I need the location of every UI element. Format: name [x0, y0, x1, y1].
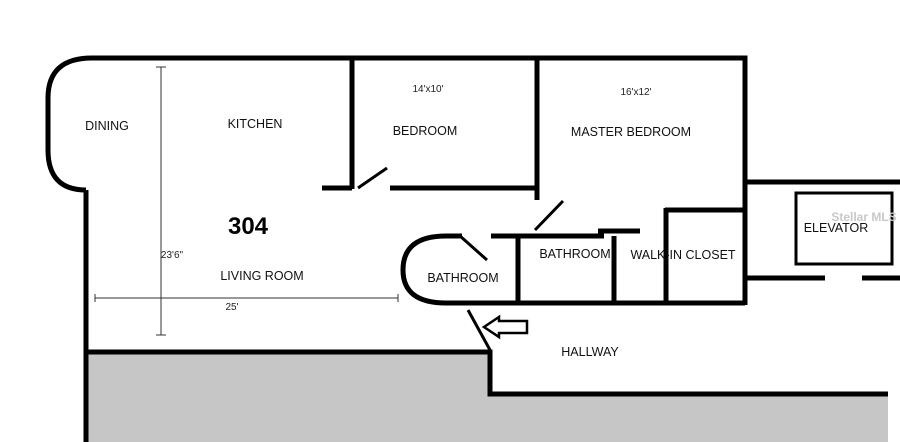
master-bedroom-dimension: 16'x12'	[620, 87, 651, 98]
living-room-label: LIVING ROOM	[220, 269, 303, 283]
watermark: Stellar MLS	[831, 210, 896, 224]
bedroom-label: BEDROOM	[393, 124, 458, 138]
bathroom-2-label: BATHROOM	[539, 247, 610, 261]
bathroom-wing-wall	[400, 207, 745, 306]
outer-wall	[45, 55, 888, 442]
unit-number: 304	[228, 213, 269, 240]
master-bedroom-label: MASTER BEDROOM	[571, 125, 691, 139]
hallway-label: HALLWAY	[561, 345, 619, 359]
dining-label: DINING	[85, 119, 129, 133]
kitchen-label: KITCHEN	[228, 117, 283, 131]
bedroom-dimension: 14'x10'	[412, 84, 443, 95]
elevator-label: ELEVATOR	[804, 221, 869, 235]
living-width-dimension: 25'	[225, 302, 238, 313]
elevator-wall	[745, 179, 900, 281]
living-height-dimension: 23'6"	[161, 250, 184, 261]
entry-arrow-icon	[481, 314, 529, 340]
bedroom-wall	[322, 58, 540, 200]
bathroom-label: BATHROOM	[427, 271, 498, 285]
bedroom-door	[357, 166, 388, 190]
bathroom-door	[459, 234, 488, 262]
master-bedroom-door	[533, 199, 565, 232]
shaded-common-area	[86, 352, 888, 442]
walk-in-closet-label: WALK-IN CLOSET	[630, 248, 735, 262]
entry-door	[466, 309, 492, 351]
elevator-box	[794, 191, 894, 266]
